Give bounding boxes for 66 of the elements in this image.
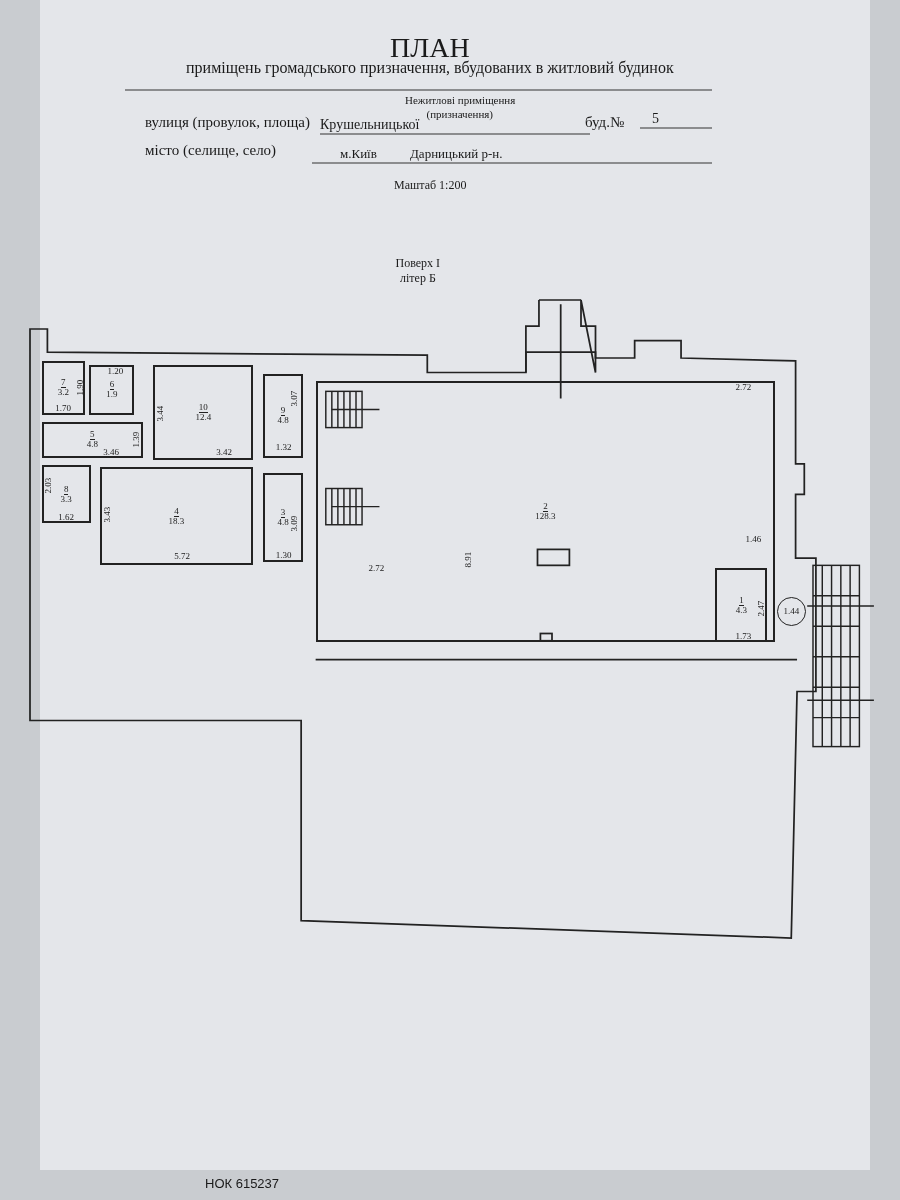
dimension-label: 2.72 (368, 563, 385, 573)
room-outline (41, 421, 144, 459)
field-caption: (призначення) (426, 108, 494, 120)
room-area: 4.8 (277, 416, 289, 426)
room-outline (263, 373, 303, 459)
dimension-label: 1.73 (735, 631, 752, 641)
room-area: 18.3 (168, 516, 185, 526)
dimension-label: 8.91 (464, 551, 474, 568)
floor-label: літер Б (400, 272, 436, 284)
form-number: НОК 615237 (205, 1176, 280, 1190)
field-value: Нежитлові приміщення (405, 94, 516, 106)
room-area: 12.4 (195, 412, 212, 422)
subtitle: приміщень громадського призначення, вбудованих в житловий будинок (186, 60, 674, 76)
dimension-label: 3.09 (290, 515, 300, 532)
room-outline (99, 466, 254, 566)
dimension-label: 5.72 (174, 552, 190, 562)
room-outline (41, 360, 86, 415)
field-value: Дарницький р-н. (410, 146, 503, 160)
dimension-label: 1.90 (76, 379, 86, 395)
room-outline (263, 472, 303, 563)
room-number: 2 (543, 502, 548, 513)
room-outline (153, 365, 254, 460)
dimension-label: 1.32 (275, 443, 292, 453)
dimension-label: 2.47 (757, 600, 767, 617)
dimension-label: 1.46 (745, 534, 762, 544)
dimension-label: 1.70 (55, 404, 72, 414)
dimension-label: 1.39 (132, 431, 142, 448)
field-value: Крушельницької (320, 118, 420, 132)
dimension-label: 1.30 (275, 550, 292, 560)
room-outline (41, 465, 91, 524)
room-number: 9 (280, 406, 286, 417)
field-caption: буд.№ (585, 114, 625, 130)
dimension-label: 1.20 (107, 366, 124, 376)
room-outline (89, 365, 135, 415)
dimension-label: 3.42 (216, 447, 233, 457)
floor-label: Поверх I (395, 257, 441, 269)
room-number: 4 (174, 506, 179, 517)
room-outline (715, 568, 768, 643)
dimension-label: 3.46 (103, 447, 119, 457)
room-area: 3.2 (57, 388, 69, 398)
room-outline (315, 381, 776, 643)
field-value: 5 (652, 112, 659, 126)
room-area: 4.8 (86, 440, 98, 450)
dimension-label: 2.03 (44, 477, 54, 494)
field-value: м.Київ (340, 146, 377, 160)
room-number: 8 (64, 484, 69, 495)
dimension-label: 2.72 (735, 382, 752, 392)
scale-note: Маштаб 1:200 (394, 179, 467, 191)
dimension-label: 3.07 (290, 390, 300, 407)
room-number: 5 (90, 430, 95, 441)
field-caption: місто (селище, село) (145, 142, 277, 158)
dimension-label: 1.62 (58, 513, 74, 522)
room-number: 10 (198, 402, 208, 413)
room-area: 3.3 (60, 494, 72, 504)
room-number: 3 (280, 508, 286, 518)
room-number: 7 (61, 378, 66, 389)
dimension-label: 3.43 (103, 506, 113, 523)
room-area: 4.8 (277, 518, 289, 527)
room-number: 6 (109, 380, 115, 391)
room-area: 4.3 (735, 605, 747, 615)
room-area: 1.9 (106, 390, 118, 400)
dimension-label: 3.44 (155, 405, 165, 421)
room-area: 1.44 (783, 607, 800, 617)
room-number: 1 (739, 595, 744, 606)
room-area: 128.3 (535, 512, 556, 522)
field-caption: вулиця (провулок, площа) (145, 114, 311, 130)
